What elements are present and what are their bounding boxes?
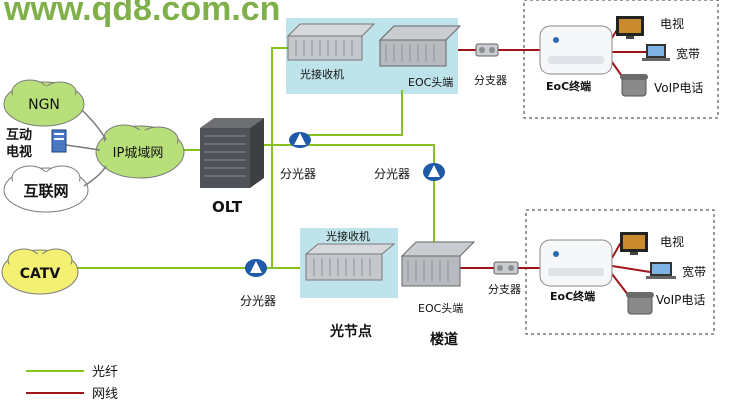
bottom-tap-icon [493,261,519,275]
top-optical-receiver-icon [286,23,376,61]
bottom-eoc-terminal-label: EoC终端 [550,289,595,303]
corridor-label: 楼道 [430,331,458,348]
bottom-voip-label: VoIP电话 [656,293,705,307]
cloud-catv: CATV [1,248,79,295]
legend-network-label: 网线 [92,387,118,400]
optical-splitter-label-2: 分光器 [374,167,410,181]
bottom-eoc-terminal-icon [539,239,613,287]
bottom-eoc-head-icon [400,241,476,287]
top-pc-icon [642,44,670,61]
svg-text:IP城域网: IP城域网 [113,146,164,161]
bottom-tap-label: 分支器 [488,283,521,296]
top-eoc-terminal-label: EoC终端 [546,79,591,93]
svg-text:互联网: 互联网 [23,182,68,200]
top-voip-label: VoIP电话 [654,81,703,95]
cloud-internet: 互联网 [3,165,89,213]
olt-label: OLT [212,198,243,216]
top-eoc-terminal-icon [539,25,613,75]
iptv-label-line1: 互动 [6,128,32,143]
optical-node-label: 光节点 [329,323,372,340]
top-eoc-head-icon [378,25,462,67]
bottom-receiver-label: 光接收机 [326,229,370,243]
optical-splitter-label-3: 分光器 [240,294,276,308]
iptv-label-line2: 电视 [6,144,32,160]
top-phone-icon [620,74,648,97]
optical-splitter-label-1: 分光器 [280,167,316,181]
top-tv-icon [616,16,644,39]
optical-splitter-icon-2 [423,163,445,181]
legend-fiber-label: 光纤 [92,365,118,380]
optical-splitter-icon-3 [245,259,267,277]
bottom-pc-icon [646,262,676,279]
svg-text:CATV: CATV [20,266,61,282]
cloud-links [65,109,107,187]
watermark: www.qd8.com.cn [3,0,280,28]
bottom-tv-icon [620,232,648,255]
optical-splitter-icon-1 [289,132,311,148]
top-broadband-label: 宽带 [676,46,700,61]
olt-icon [200,118,264,188]
cloud-ngn: NGN [3,79,85,127]
iptv-server-icon [51,129,67,153]
bottom-optical-receiver-icon [304,243,396,281]
bottom-tv-label: 电视 [660,234,684,249]
cloud-ip-metro: IP城域网 [95,124,185,179]
bottom-eoc-head-label: EOC头端 [418,302,463,315]
bottom-broadband-label: 宽带 [682,264,706,279]
svg-text:NGN: NGN [28,97,60,113]
top-eoc-head-label: EOC头端 [408,76,453,89]
top-receiver-label: 光接收机 [300,67,344,81]
legend: 光纤 网线 [26,365,118,400]
top-tv-label: 电视 [660,16,684,31]
bottom-phone-icon [626,292,654,315]
top-tap-label: 分支器 [474,74,507,87]
top-tap-icon [475,43,499,57]
top-user-box [523,0,719,119]
